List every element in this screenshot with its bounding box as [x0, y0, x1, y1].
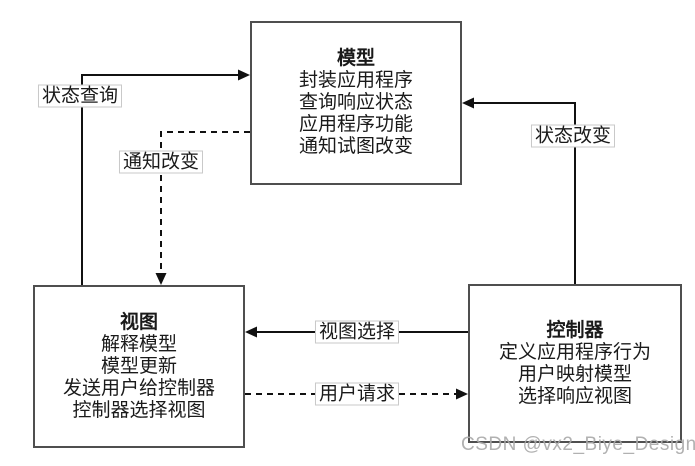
edge-state-change-arrowhead-icon [462, 97, 474, 109]
edge-status-query-arrowhead-icon [238, 69, 250, 81]
node-model-line: 通知试图改变 [298, 136, 413, 157]
node-view-line: 发送用户给控制器 [62, 377, 215, 399]
edge-user-request-arrowhead-icon [456, 388, 468, 400]
node-controller-line: 选择响应视图 [517, 385, 632, 407]
node-controller-line: 用户映射模型 [517, 363, 632, 385]
edge-view-selection-arrowhead-icon [245, 326, 257, 338]
edge-label-notify-change: 通知改变 [118, 150, 204, 174]
edge-label-user-request: 用户请求 [314, 382, 400, 406]
node-view-title: 视图 [119, 311, 158, 333]
edge-notify-change-line [160, 131, 250, 274]
node-model: 模型 封装应用程序 查询响应状态 应用程序功能 通知试图改变 [250, 21, 462, 185]
node-model-line: 应用程序功能 [298, 114, 413, 135]
edge-label-state-change: 状态改变 [530, 124, 616, 148]
node-controller: 控制器 定义应用程序行为 用户映射模型 选择响应视图 [468, 284, 682, 443]
csdn-watermark: CSDN @vx2_Biye_Design [461, 434, 695, 455]
edge-status-query-line [81, 74, 240, 285]
node-model-line: 查询响应状态 [298, 92, 413, 113]
node-controller-title: 控制器 [546, 319, 604, 341]
edge-label-status-query: 状态查询 [37, 84, 123, 108]
node-view-line: 模型更新 [100, 355, 177, 377]
node-view-line: 控制器选择视图 [72, 399, 206, 421]
edge-state-change-line [472, 102, 576, 284]
node-model-line: 封装应用程序 [298, 70, 413, 91]
node-model-title: 模型 [336, 48, 375, 69]
node-controller-line: 定义应用程序行为 [498, 341, 651, 363]
node-view: 视图 解释模型 模型更新 发送用户给控制器 控制器选择视图 [33, 285, 245, 448]
edge-label-view-selection: 视图选择 [314, 320, 400, 344]
edge-notify-change-arrowhead-icon [155, 273, 167, 285]
node-view-line: 解释模型 [100, 333, 177, 355]
